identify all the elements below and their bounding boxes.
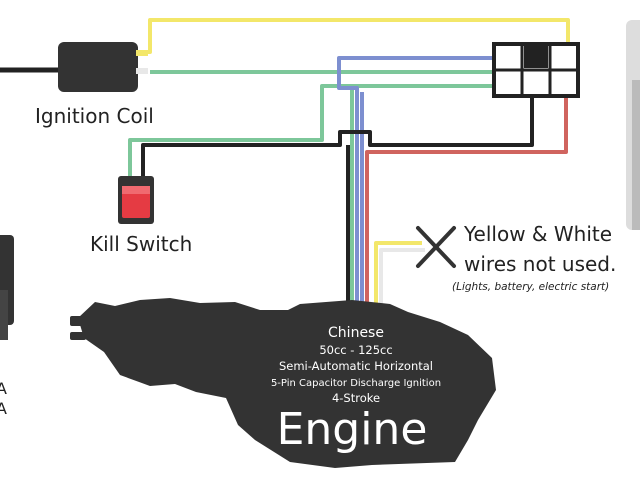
wire-blue-cdi	[337, 56, 500, 312]
note-line-1: Yellow & White	[463, 222, 612, 246]
kill-switch	[118, 176, 154, 224]
wires	[128, 18, 570, 312]
engine-line-2: 50cc - 125cc	[319, 343, 392, 357]
ignition-coil-label: Ignition Coil	[35, 104, 154, 128]
cdi-connector	[492, 42, 580, 98]
left-edge-label-1: A	[0, 379, 7, 398]
kill-switch-label: Kill Switch	[90, 232, 192, 256]
engine-line-1: Chinese	[328, 325, 384, 341]
partial-component-right	[626, 20, 640, 230]
ignition-coil	[0, 42, 148, 92]
engine-silhouette	[70, 298, 496, 468]
engine-title: Engine	[277, 404, 428, 455]
note-line-2: wires not used.	[464, 252, 616, 276]
wire-yellow-engine	[374, 241, 422, 312]
wire-black-kill-cdi	[141, 80, 534, 180]
wire-yellow-coil-cdi	[146, 18, 570, 62]
wire-red-cdi-engine	[365, 82, 568, 312]
engine-line-4: 5-Pin Capacitor Discharge Ignition	[271, 378, 441, 389]
note-sub: (Lights, battery, electric start)	[452, 281, 609, 293]
wire-white-engine	[379, 248, 425, 312]
wire-green-coil-cdi	[150, 64, 515, 74]
not-used-x-icon	[416, 226, 456, 268]
partial-component-left	[0, 235, 14, 340]
wire-green-kill-cdi	[128, 84, 513, 180]
left-edge-label-2: A	[0, 399, 7, 418]
engine-line-3: Semi-Automatic Horizontal	[279, 359, 433, 373]
engine-line-5: 4-Stroke	[332, 391, 380, 405]
